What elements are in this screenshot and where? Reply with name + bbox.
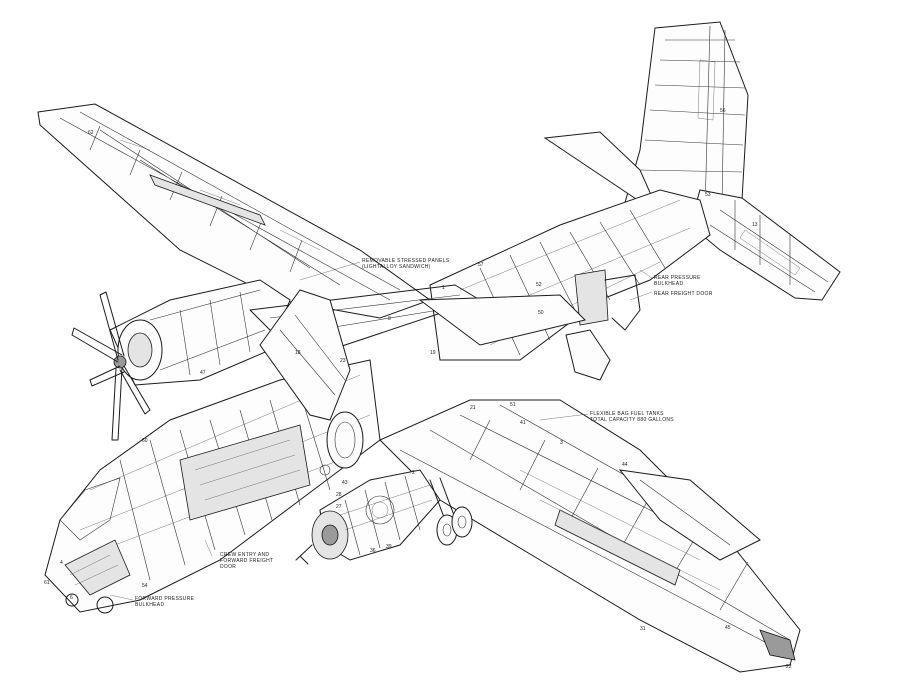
part-number: 3 [560,440,563,446]
part-number: 19 [430,350,436,356]
part-number: 45 [725,625,731,631]
part-number: 57 [478,262,484,268]
part-number: 23 [340,358,346,364]
part-number: 56 [720,108,726,114]
part-number: 53 [705,192,711,198]
main-landing-gear [429,477,473,546]
callout-removable-panels: REMOVABLE STRESSED PANELS(LIGHTALLOY SAN… [362,258,450,270]
part-number: 13 [752,222,758,228]
part-number: 39 [386,544,392,550]
part-number: 51 [510,402,516,408]
part-number: 36 [370,548,376,554]
part-number: 22 [786,664,792,670]
part-number: 6 [70,595,73,601]
port-wing [37,103,432,319]
part-number: 18 [295,350,301,356]
tailplane [543,131,841,301]
part-number: 44 [622,462,628,468]
part-number: 4 [60,560,63,566]
part-number: 2 [412,470,415,476]
forward-fuselage [44,359,381,614]
starboard-engine [295,469,441,565]
part-number: 54 [142,583,148,589]
callout-rear-freight-door: REAR FREIGHT DOOR [654,291,713,297]
part-number: 50 [538,310,544,316]
part-number: 62 [88,130,94,136]
wing-centre-section [249,284,586,421]
leader-lines [109,261,653,601]
part-number: 1 [442,285,445,291]
part-number: 28 [336,492,342,498]
part-number: 43 [342,480,348,486]
part-number: 61 [44,580,50,586]
part-number: 47 [200,370,206,376]
part-number: 8 [388,316,391,322]
port-engine [71,279,291,441]
part-number: 31 [640,626,646,632]
part-number: 41 [520,420,526,426]
part-number: 27 [336,504,342,510]
part-number: 21 [470,405,476,411]
part-number: 60 [142,438,148,444]
part-number: 52 [536,282,542,288]
starboard-wing [379,399,801,673]
